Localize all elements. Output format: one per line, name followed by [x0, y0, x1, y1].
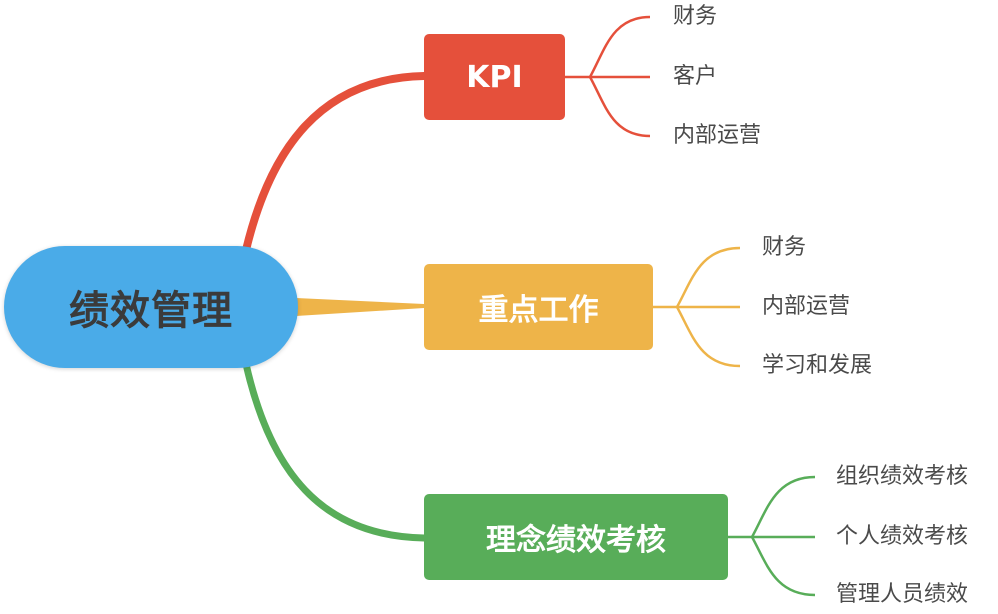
leaf-node[interactable]: 个人绩效考核	[836, 524, 969, 549]
leaf-node[interactable]: 内部运营	[673, 123, 762, 148]
connector-kpi-children	[565, 15, 651, 138]
branch-node-concept-evaluation[interactable]: 理念绩效考核	[424, 494, 728, 580]
connector-root-focus	[296, 298, 424, 316]
leaf-node[interactable]: 内部运营	[762, 294, 851, 319]
connector-focus-children	[653, 246, 741, 368]
leaf-node[interactable]: 管理人员绩效	[836, 582, 969, 607]
connector-concept-children	[728, 475, 816, 597]
root-node[interactable]: 绩效管理	[4, 246, 298, 368]
branch-node-kpi[interactable]: KPI	[424, 34, 565, 120]
leaf-node[interactable]: 客户	[673, 64, 718, 89]
leaf-node[interactable]: 财务	[673, 4, 718, 29]
connector-root-kpi	[242, 72, 428, 254]
leaf-node[interactable]: 组织绩效考核	[836, 464, 969, 489]
leaf-node[interactable]: 财务	[762, 235, 807, 260]
branch-node-focus-work[interactable]: 重点工作	[424, 264, 653, 350]
leaf-node[interactable]: 学习和发展	[762, 353, 873, 378]
connector-root-concept	[242, 360, 428, 542]
